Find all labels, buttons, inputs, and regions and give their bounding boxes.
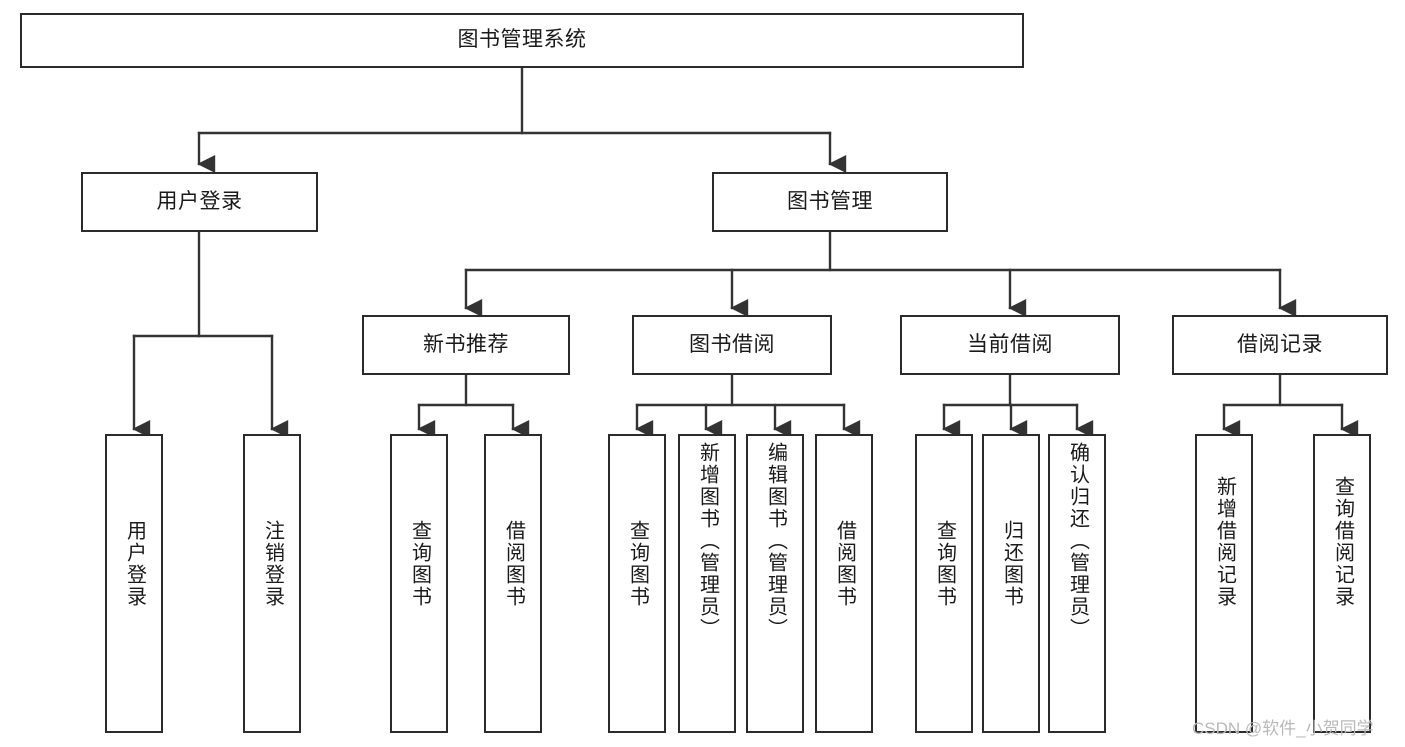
node-label: 查询图书	[626, 520, 649, 608]
node-label: 确认归还（管理员）	[1066, 442, 1089, 640]
node-label: 图书管理	[787, 189, 873, 213]
node-root-book-management-system[interactable]: 图书管理系统	[20, 13, 1024, 68]
node-borrow-record[interactable]: 借阅记录	[1172, 315, 1388, 375]
node-current-borrow[interactable]: 当前借阅	[900, 315, 1120, 375]
node-leaf-add-record[interactable]: 新增借阅记录	[1195, 434, 1253, 733]
node-leaf-query-book-1[interactable]: 查询图书	[390, 434, 448, 733]
node-label: 借阅图书	[502, 520, 525, 608]
node-leaf-add-book[interactable]: 新增图书（管理员）	[678, 434, 736, 733]
watermark: CSDN @软件_小贺同学	[1192, 719, 1374, 738]
node-label: 查询借阅记录	[1331, 476, 1354, 608]
node-label: 用户登录	[123, 520, 146, 608]
node-leaf-edit-book[interactable]: 编辑图书（管理员）	[746, 434, 804, 733]
node-book-borrow[interactable]: 图书借阅	[632, 315, 832, 375]
node-leaf-user-login[interactable]: 用户登录	[105, 434, 163, 733]
node-label: 借阅图书	[833, 520, 856, 608]
node-book-management[interactable]: 图书管理	[712, 172, 948, 232]
node-label: 新增借阅记录	[1213, 476, 1236, 608]
node-label: 新书推荐	[423, 332, 509, 356]
node-leaf-confirm-return[interactable]: 确认归还（管理员）	[1048, 434, 1106, 733]
node-label: 归还图书	[1000, 520, 1023, 608]
node-label: 查询图书	[933, 520, 956, 608]
node-label: 注销登录	[261, 520, 284, 608]
node-label: 借阅记录	[1237, 332, 1323, 356]
node-label: 查询图书	[408, 520, 431, 608]
node-new-book-recommend[interactable]: 新书推荐	[362, 315, 570, 375]
node-leaf-return-book[interactable]: 归还图书	[982, 434, 1040, 733]
node-leaf-query-book-3[interactable]: 查询图书	[915, 434, 973, 733]
node-label: 用户登录	[156, 189, 243, 213]
node-user-login[interactable]: 用户登录	[81, 172, 318, 232]
node-label: 当前借阅	[967, 332, 1053, 356]
node-label: 图书借阅	[689, 332, 775, 356]
node-leaf-borrow-book-2[interactable]: 借阅图书	[815, 434, 873, 733]
node-label: 图书管理系统	[457, 28, 587, 52]
node-leaf-borrow-book-1[interactable]: 借阅图书	[484, 434, 542, 733]
node-leaf-query-book-2[interactable]: 查询图书	[608, 434, 666, 733]
node-label: 编辑图书（管理员）	[764, 442, 787, 640]
node-leaf-query-record[interactable]: 查询借阅记录	[1313, 434, 1371, 733]
node-label: 新增图书（管理员）	[696, 442, 719, 640]
node-leaf-user-logout[interactable]: 注销登录	[243, 434, 301, 733]
